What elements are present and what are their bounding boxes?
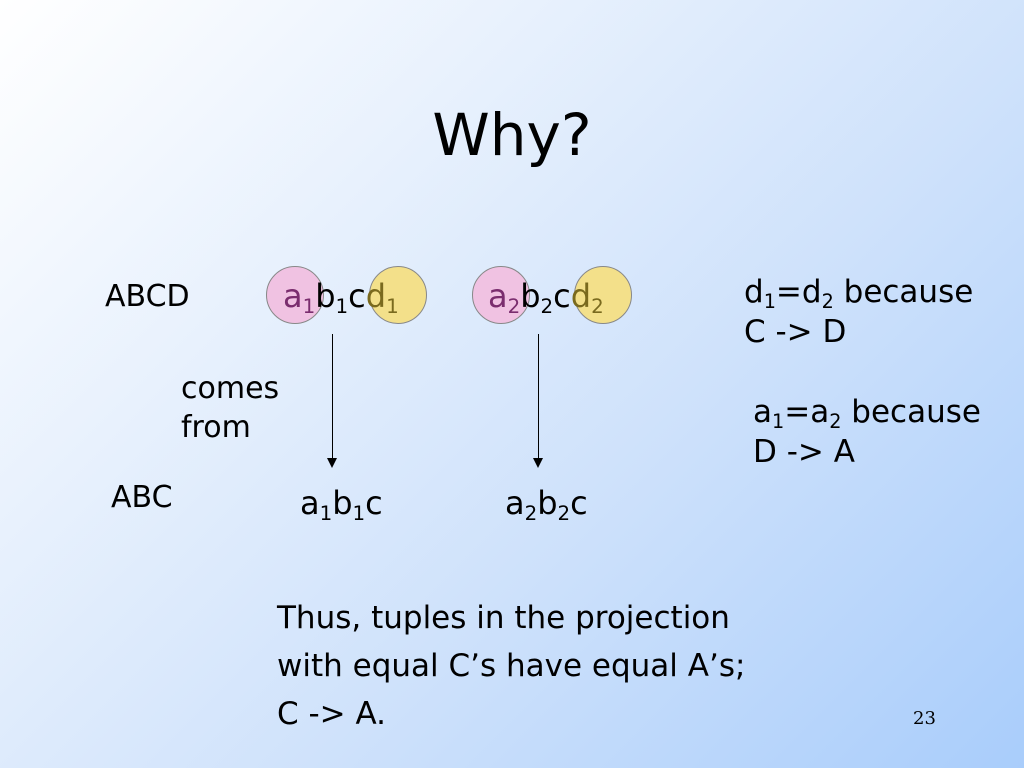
comes-from-label: comes from — [181, 371, 280, 445]
slide-title: Why? — [432, 101, 592, 169]
tuple-a2b2cd2: a2b2cd2 — [488, 277, 604, 318]
note-d1-equals-d2: d1=d2 because C -> D — [744, 274, 974, 351]
arrow-1-head — [327, 458, 337, 468]
a2-highlight-circle — [472, 266, 530, 324]
label-abc: ABC — [111, 480, 173, 515]
projection-a1b1c: a1b1c — [300, 484, 383, 525]
a1-highlight-circle — [266, 266, 324, 324]
projection-a2b2c: a2b2c — [505, 484, 588, 525]
arrow-2-line — [538, 334, 539, 458]
tuple1-a: a1 — [283, 277, 316, 318]
page-number: 23 — [913, 708, 936, 729]
arrow-2-head — [533, 458, 543, 468]
tuple-a1b1cd1: a1b1cd1 — [283, 277, 399, 318]
conclusion-text: Thus, tuples in the projection with equa… — [277, 600, 746, 733]
d2-highlight-circle — [574, 266, 632, 324]
d1-highlight-circle — [369, 266, 427, 324]
note-a1-equals-a2: a1=a2 because D -> A — [753, 394, 981, 471]
tuple1-d: d1 — [365, 277, 399, 318]
label-abcd: ABCD — [105, 279, 190, 314]
tuple2-d: d2 — [570, 277, 604, 318]
tuple2-a: a2 — [488, 277, 521, 318]
arrow-1-line — [332, 334, 333, 458]
